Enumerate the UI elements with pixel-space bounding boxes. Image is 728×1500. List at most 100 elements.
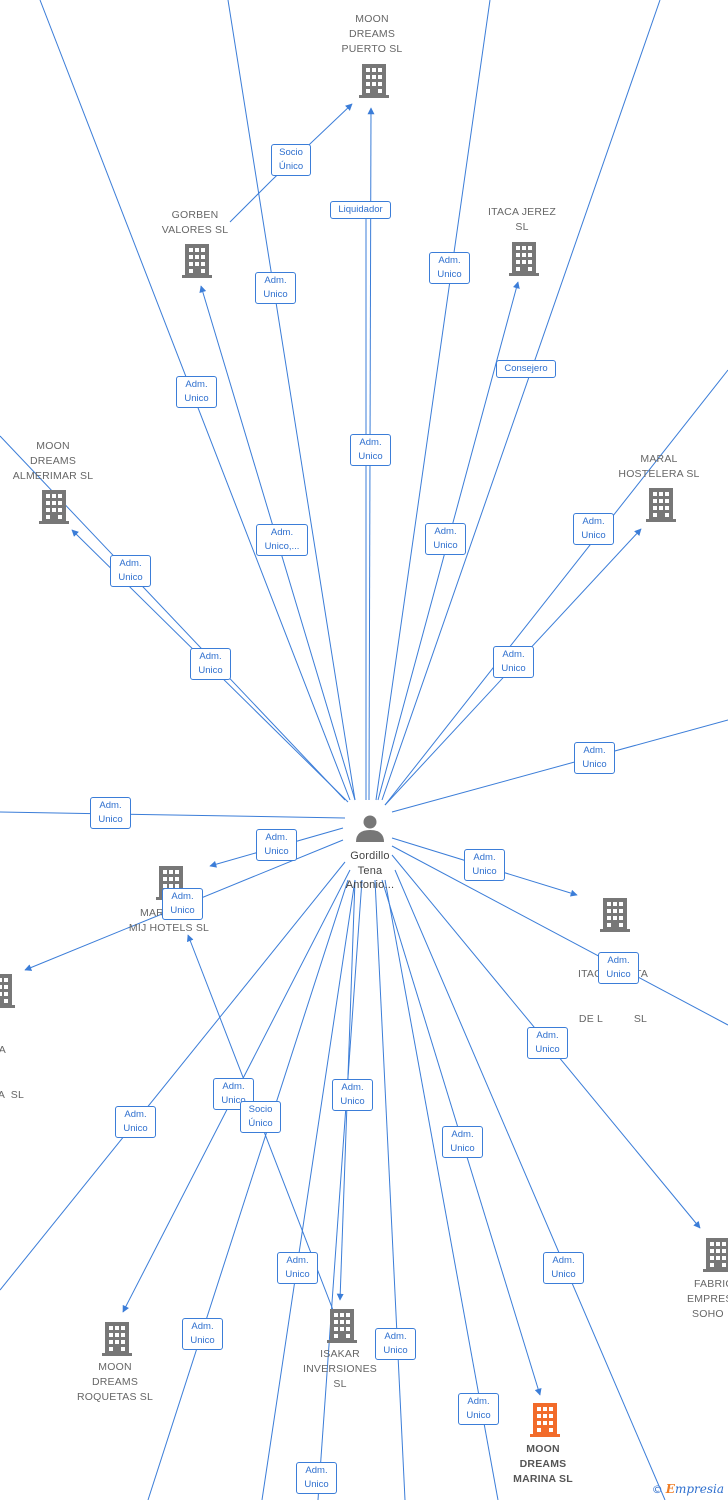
edge-label-line: Adm. — [467, 1396, 490, 1407]
label-line: MOON — [36, 440, 70, 452]
building-icon[interactable] — [39, 490, 69, 524]
edge-label-line: Adm. — [264, 275, 287, 286]
company-label-moon-dreams-roquetas[interactable]: MOON DREAMS ROQUETAS SL — [65, 1360, 165, 1405]
edge-label[interactable]: Adm. Unico — [190, 648, 231, 680]
edge-label-line: Adm. — [124, 1109, 147, 1120]
building-icon[interactable] — [0, 974, 15, 1008]
edge-label[interactable]: Adm.Unico — [375, 1328, 416, 1360]
edge-label[interactable]: Adm.Unico — [115, 1106, 156, 1138]
company-label-left-cut[interactable]: A A SL — [0, 1013, 30, 1118]
edge-label-line: Adm. — [451, 1129, 474, 1140]
edge-label-line: Unico — [304, 1479, 329, 1490]
brand-name: mpresia — [674, 1482, 724, 1496]
edge-label[interactable]: Adm. Unico — [350, 434, 391, 466]
person-name-line: Antonio... — [345, 879, 395, 891]
edge-label-line: Unico — [358, 451, 383, 462]
edge-label[interactable]: Adm.Unico — [182, 1318, 223, 1350]
edge-label[interactable]: Adm.Unico — [425, 523, 466, 555]
edge-label[interactable]: Adm.Unico — [110, 555, 151, 587]
edge-label[interactable]: Adm.Unico — [574, 742, 615, 774]
edge-label[interactable]: Adm. Unico — [332, 1079, 373, 1111]
edge-label-line: Adm. — [341, 1082, 364, 1093]
edge-label[interactable]: Consejero — [496, 360, 556, 378]
building-focus-icon[interactable] — [530, 1403, 560, 1437]
person-name[interactable]: Gordillo Tena Antonio... — [330, 849, 410, 893]
label-line: MOON — [355, 13, 389, 25]
empresia-logo: ©Empresia — [652, 1482, 724, 1496]
copyright-symbol: © — [651, 1483, 663, 1496]
edge-label[interactable]: Adm.Unico — [573, 513, 614, 545]
edge-label[interactable]: Adm.Unico — [543, 1252, 584, 1284]
edge-label-line: Unico — [264, 846, 289, 857]
edge-label[interactable]: Liquidador — [330, 201, 391, 219]
building-icon[interactable] — [509, 242, 539, 276]
edge-label[interactable]: Adm.Unico — [296, 1462, 337, 1494]
company-label-fabric-empres-soho[interactable]: FABRIC EMPRES SOHO — [680, 1277, 728, 1322]
edge-label[interactable]: Adm.Unico — [527, 1027, 568, 1059]
edge-label-line: Adm. — [502, 649, 525, 660]
company-label-gorben-valores[interactable]: GORBEN VALORES SL — [145, 208, 245, 238]
edge-label[interactable]: Adm.Unico,... — [256, 524, 308, 556]
label-line: DREAMS — [519, 1458, 567, 1470]
company-label-mij-hotels[interactable]: MAR MIJ HOTELS SL — [119, 906, 219, 936]
person-name-line: Tena — [357, 864, 383, 877]
edge-label-line: Unico — [581, 530, 606, 541]
label-line: ALMERIMAR SL — [12, 470, 94, 482]
company-label-moon-dreams-marina[interactable]: MOON DREAMS MARINA SL — [493, 1442, 593, 1487]
edge-label[interactable]: Adm.Unico — [90, 797, 131, 829]
building-icon[interactable] — [182, 244, 212, 278]
building-icon[interactable] — [102, 1322, 132, 1356]
edge-label-line: Unico,... — [264, 541, 300, 552]
edge-label-line: Adm. — [384, 1331, 407, 1342]
edge-label-line: Unico — [263, 289, 288, 300]
label-line: MIJ HOTELS SL — [128, 922, 210, 934]
edge-label-line: Adm. — [185, 379, 208, 390]
edge-label-line: Liquidador — [338, 204, 383, 215]
company-label-moon-dreams-puerto[interactable]: MOON DREAMS PUERTO SL — [322, 12, 422, 57]
company-label-itaca-jerez[interactable]: ITACA JEREZ SL — [472, 205, 572, 235]
edge-label-line: Adm. — [473, 852, 496, 863]
edge-label-line: Adm. — [286, 1255, 309, 1266]
edge-label-line: Unico — [340, 1096, 365, 1107]
building-icon[interactable] — [327, 1309, 357, 1343]
label-line: HOSTELERA SL — [618, 468, 700, 480]
edge-label-line: Adm. — [434, 526, 457, 537]
company-label-moon-dreams-almerimar[interactable]: MOON DREAMS ALMERIMAR SL — [3, 439, 103, 484]
edge-label[interactable]: Adm. Unico — [255, 272, 296, 304]
edge-label-line: Adm. — [359, 437, 382, 448]
edge-label[interactable]: Adm.Unico — [598, 952, 639, 984]
building-icon[interactable] — [600, 898, 630, 932]
label-line: A SL — [0, 1089, 24, 1101]
edge-label-line: Único — [278, 161, 304, 172]
edge-label[interactable]: Adm.Unico — [176, 376, 217, 408]
edge-label-line: Adm. — [536, 1030, 559, 1041]
edge-label[interactable]: Adm.Unico — [493, 646, 534, 678]
edge-label-line: Unico — [450, 1143, 475, 1154]
building-icon[interactable] — [359, 64, 389, 98]
building-icon[interactable] — [646, 488, 676, 522]
edge-label[interactable]: Adm. Unico — [256, 829, 297, 861]
building-icon[interactable] — [703, 1238, 728, 1272]
label-line: MARINA SL — [513, 1473, 573, 1485]
label-line: GORBEN — [171, 209, 219, 221]
edge-label-line: Unico — [582, 759, 607, 770]
edge-label[interactable]: Adm.Unico — [162, 888, 203, 920]
edge-label-line: Unico — [198, 665, 223, 676]
person-icon[interactable] — [356, 815, 384, 843]
edge-label-line: Adm. — [265, 832, 288, 843]
edge-label-line: Adm. — [222, 1081, 245, 1092]
edge-label[interactable]: Adm.Unico — [277, 1252, 318, 1284]
label-line: A — [0, 1044, 6, 1056]
edge-label[interactable]: Adm.Unico — [464, 849, 505, 881]
label-line: MOON — [526, 1443, 560, 1455]
edge-label[interactable]: Adm.Unico — [429, 252, 470, 284]
edge-label-line: Adm. — [199, 651, 222, 662]
edge-label[interactable]: Adm. Unico — [442, 1126, 483, 1158]
edge-label[interactable]: Adm.Unico — [458, 1393, 499, 1425]
company-label-maral-hostelera[interactable]: MARAL HOSTELERA SL — [609, 452, 709, 482]
edge-label-line: Unico — [221, 1095, 246, 1106]
company-label-isakar-inversiones[interactable]: ISAKAR INVERSIONES SL — [290, 1347, 390, 1392]
